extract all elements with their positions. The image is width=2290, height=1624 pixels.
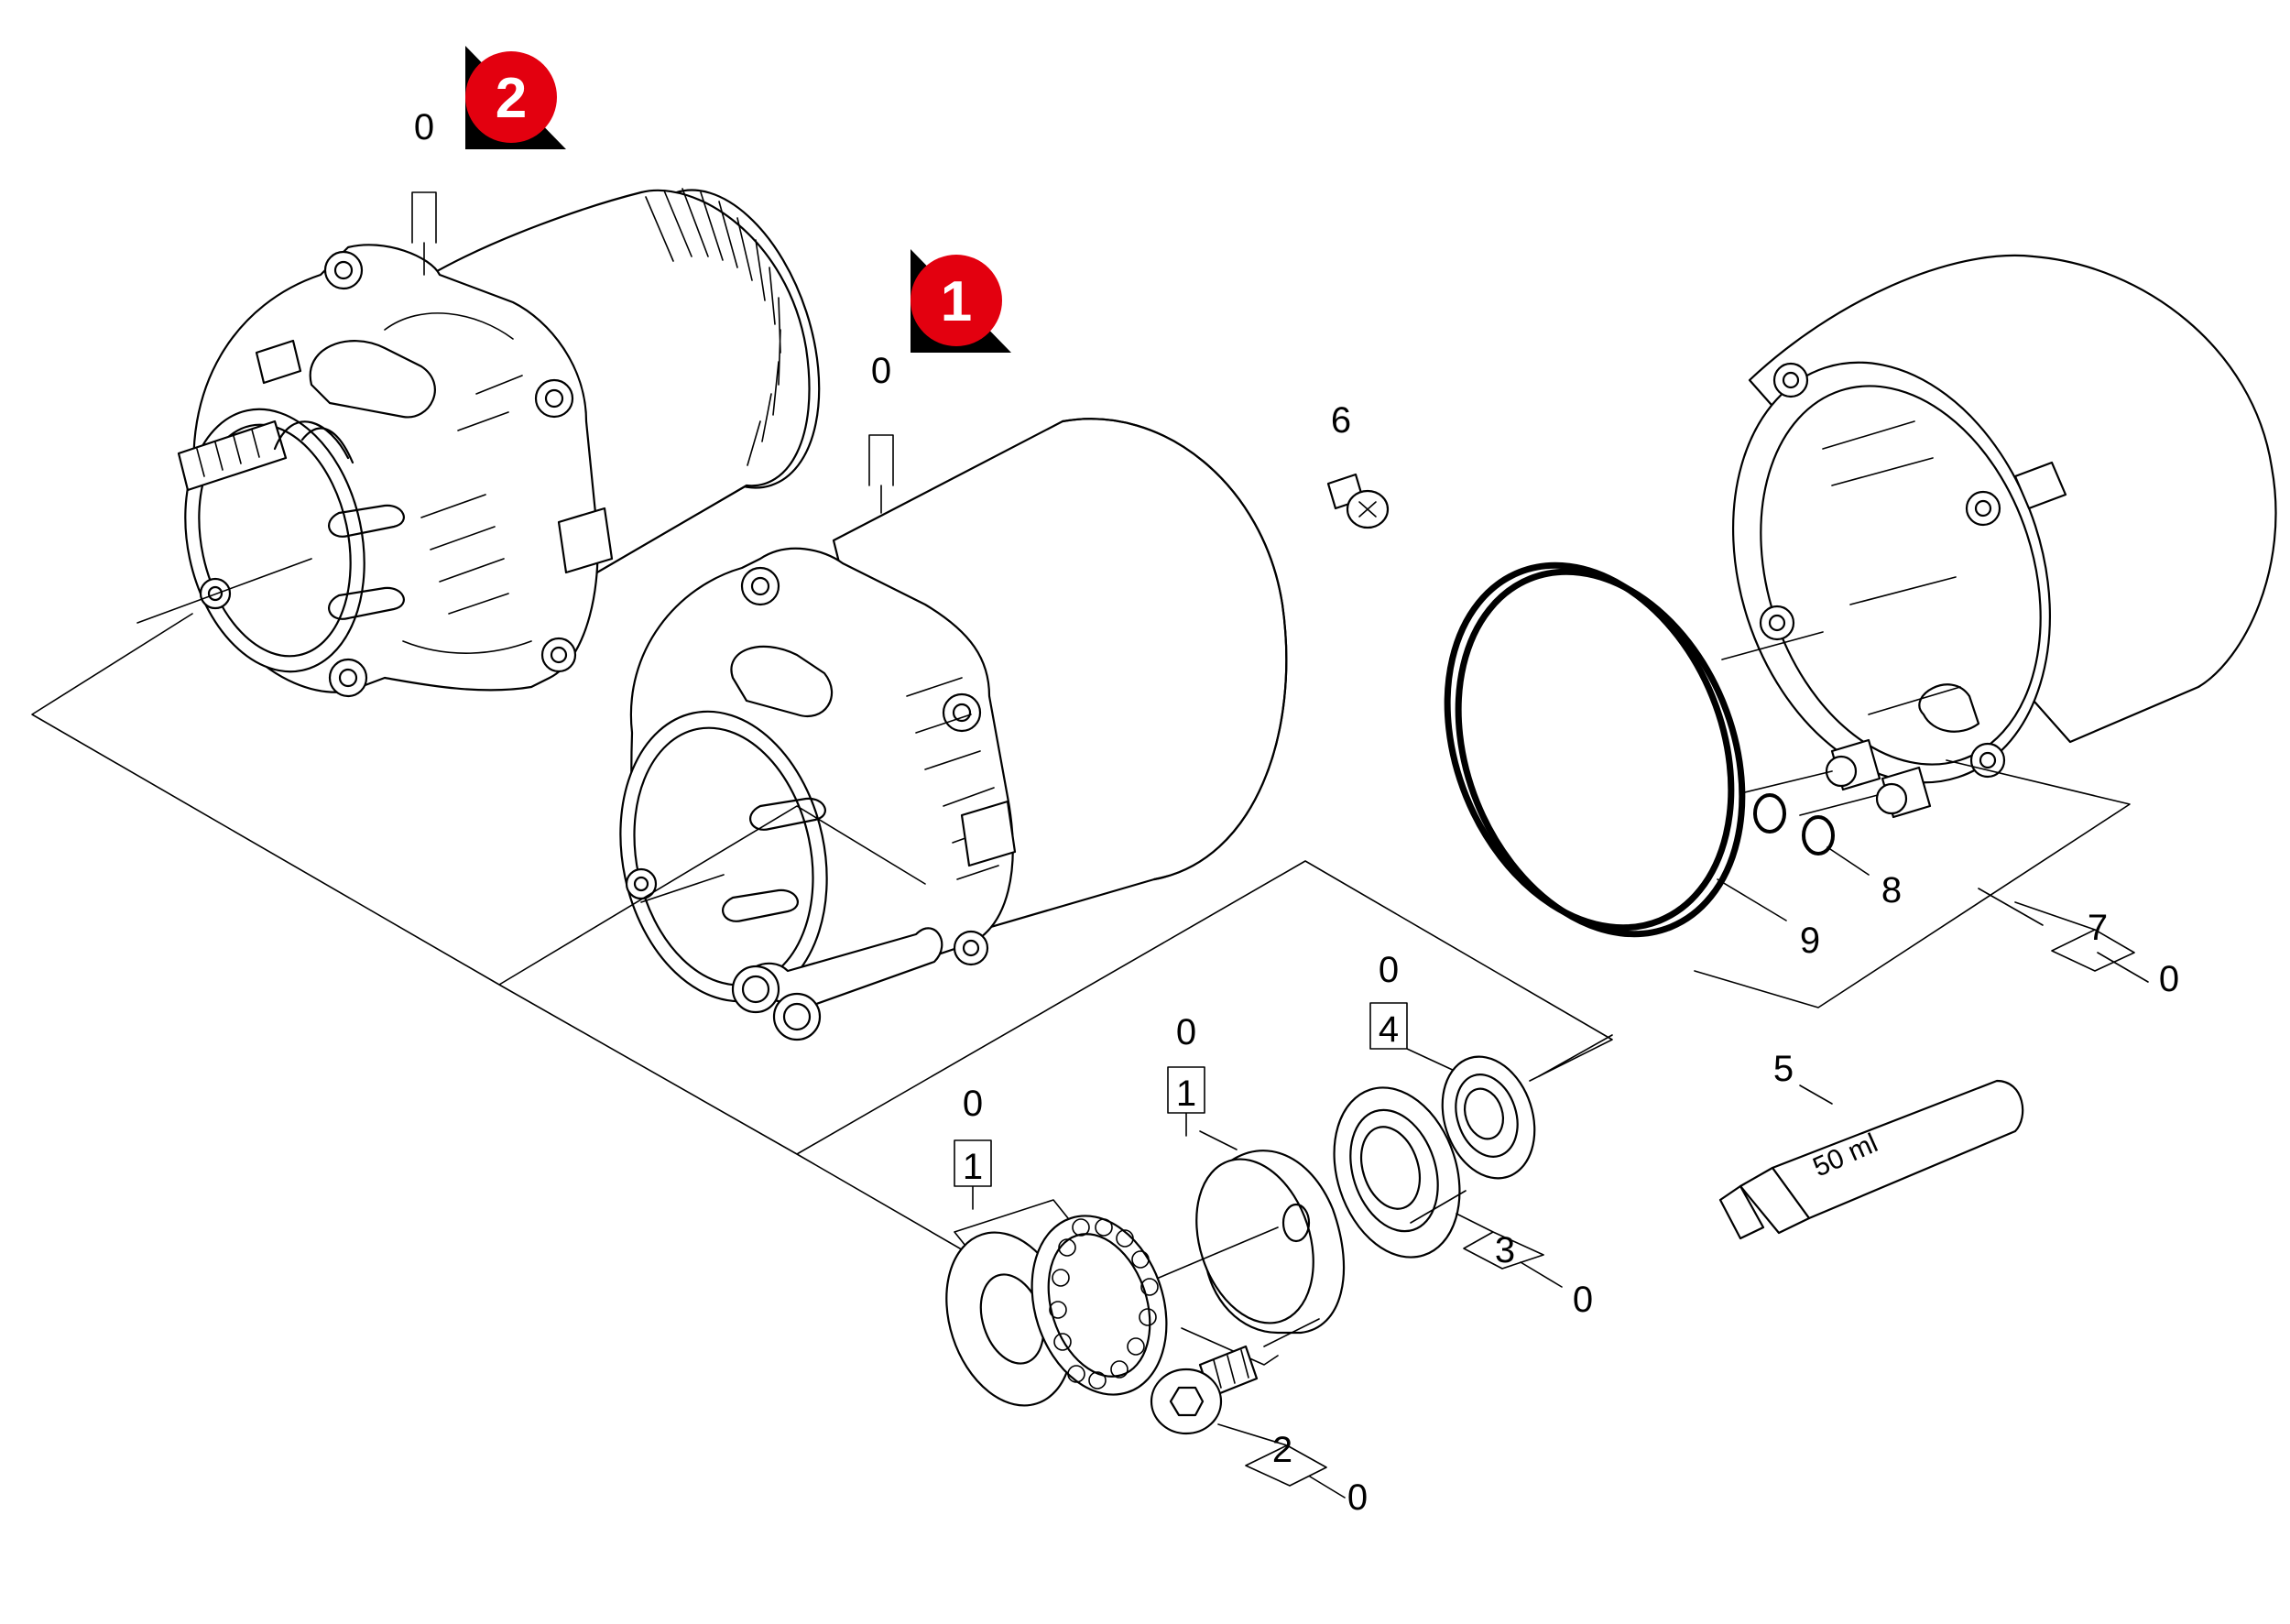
shaft-seal-4[interactable] bbox=[1427, 1044, 1549, 1190]
tube-item-label: 5 bbox=[1773, 1049, 1794, 1089]
bearing-left-item-label: 1 bbox=[963, 1147, 983, 1187]
seal-ring-leader bbox=[1369, 1002, 1457, 1073]
seal-ring-qty-label: 0 bbox=[1379, 950, 1399, 990]
gasket-9-label: 9 bbox=[1800, 921, 1820, 961]
upper-motor-leader bbox=[411, 191, 437, 276]
badge-1-number: 1 bbox=[941, 270, 972, 333]
bearing-cup[interactable] bbox=[1177, 1144, 1346, 1338]
badge-2-marker[interactable]: 2 bbox=[465, 46, 566, 149]
gasket-9-leader bbox=[1717, 878, 1787, 921]
bolt-2-label: 2 bbox=[1272, 1430, 1292, 1470]
screw-item-label: 6 bbox=[1331, 400, 1351, 441]
gasket-ring-9[interactable] bbox=[1396, 523, 1794, 977]
lower-motor-assembly[interactable] bbox=[594, 418, 1288, 1041]
bearing-mid-leader bbox=[1167, 1066, 1238, 1150]
ball-bearing-3[interactable] bbox=[1314, 1072, 1480, 1274]
lower-motor-qty-label: 0 bbox=[871, 351, 891, 391]
assembly-bracket bbox=[31, 613, 1613, 1256]
badge-2-circle bbox=[465, 51, 557, 143]
bearing-left-leader bbox=[954, 1139, 992, 1210]
upper-motor-qty-label: 0 bbox=[414, 107, 434, 147]
o-ring-8-label: 8 bbox=[1881, 870, 1902, 910]
bearing-3-label: 3 bbox=[1495, 1230, 1515, 1270]
o-ring-8-pair[interactable] bbox=[1753, 793, 1835, 856]
bearing-3-qty-label: 0 bbox=[1573, 1280, 1593, 1320]
bearing-3-leader bbox=[1456, 1213, 1563, 1288]
bearing-left-qty-label: 0 bbox=[963, 1084, 983, 1124]
right-housing[interactable] bbox=[1681, 254, 2277, 824]
grease-tube-5[interactable]: 50 ml bbox=[1718, 1079, 2024, 1240]
lower-motor-leader bbox=[868, 434, 894, 514]
badge-2-number: 2 bbox=[496, 67, 527, 130]
seal-ring-item-label: 4 bbox=[1379, 1009, 1399, 1050]
o-ring-8-leader bbox=[1744, 770, 1879, 876]
bearing-mid-qty-label: 0 bbox=[1176, 1012, 1196, 1052]
flange-bolt-2[interactable] bbox=[1150, 1345, 1259, 1435]
bolt-2-qty-label: 0 bbox=[1347, 1477, 1368, 1518]
tube-leader bbox=[1799, 1084, 1833, 1105]
upper-motor-assembly[interactable] bbox=[136, 166, 854, 698]
right-bracket bbox=[1694, 759, 2131, 1008]
screw-6[interactable] bbox=[1326, 473, 1390, 529]
badge-1-circle bbox=[911, 255, 1002, 346]
item-7-leader bbox=[2014, 901, 2149, 983]
bolt-2-leader bbox=[1217, 1423, 1346, 1499]
badge-1-marker[interactable]: 1 bbox=[911, 249, 1011, 353]
thrust-bearing[interactable] bbox=[1010, 1198, 1189, 1411]
cup-axis bbox=[1158, 1226, 1279, 1366]
item-7-label: 7 bbox=[2088, 908, 2108, 948]
bearing-balls bbox=[1049, 1218, 1159, 1390]
bearing-group-leaders bbox=[1263, 1034, 1613, 1347]
bearing-mid-item-label: 1 bbox=[1176, 1074, 1196, 1114]
item-7-qty-label: 0 bbox=[2159, 959, 2179, 999]
